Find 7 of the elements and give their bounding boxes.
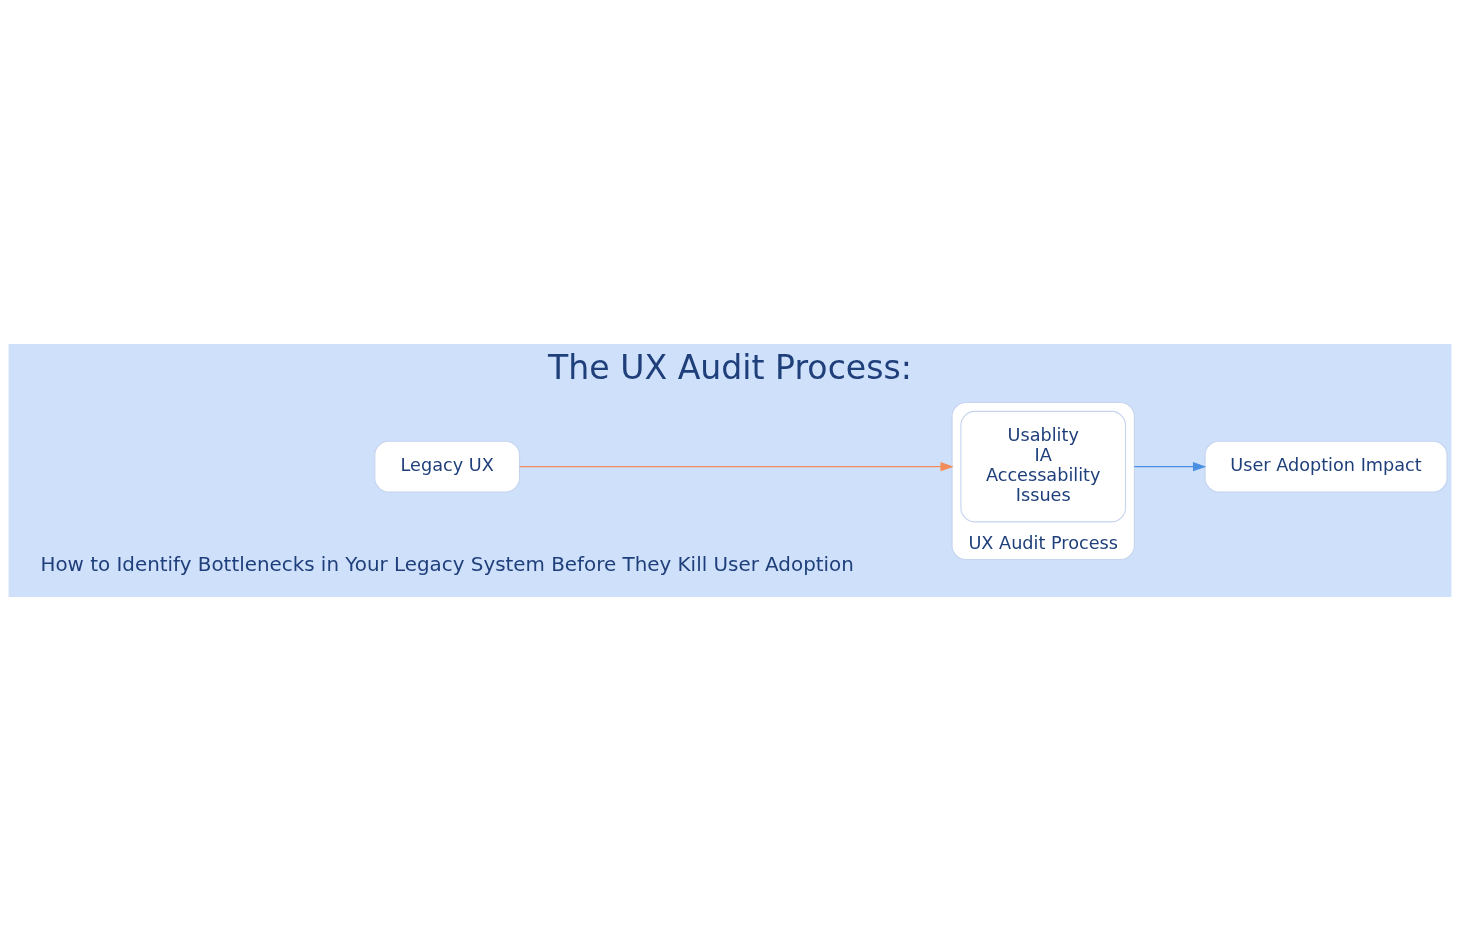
diagram-title: The UX Audit Process:: [548, 347, 912, 387]
arrow: [1133, 461, 1207, 471]
node-box: Usablity IA Accessability Issues: [960, 410, 1127, 522]
node-box: Legacy UX: [374, 440, 521, 493]
arrow: [519, 461, 954, 471]
label: How to Identify Bottlenecks in Your Legacy System Before They Kill User Adoption: [40, 552, 854, 576]
node-box: User Adoption Impact: [1204, 440, 1448, 493]
